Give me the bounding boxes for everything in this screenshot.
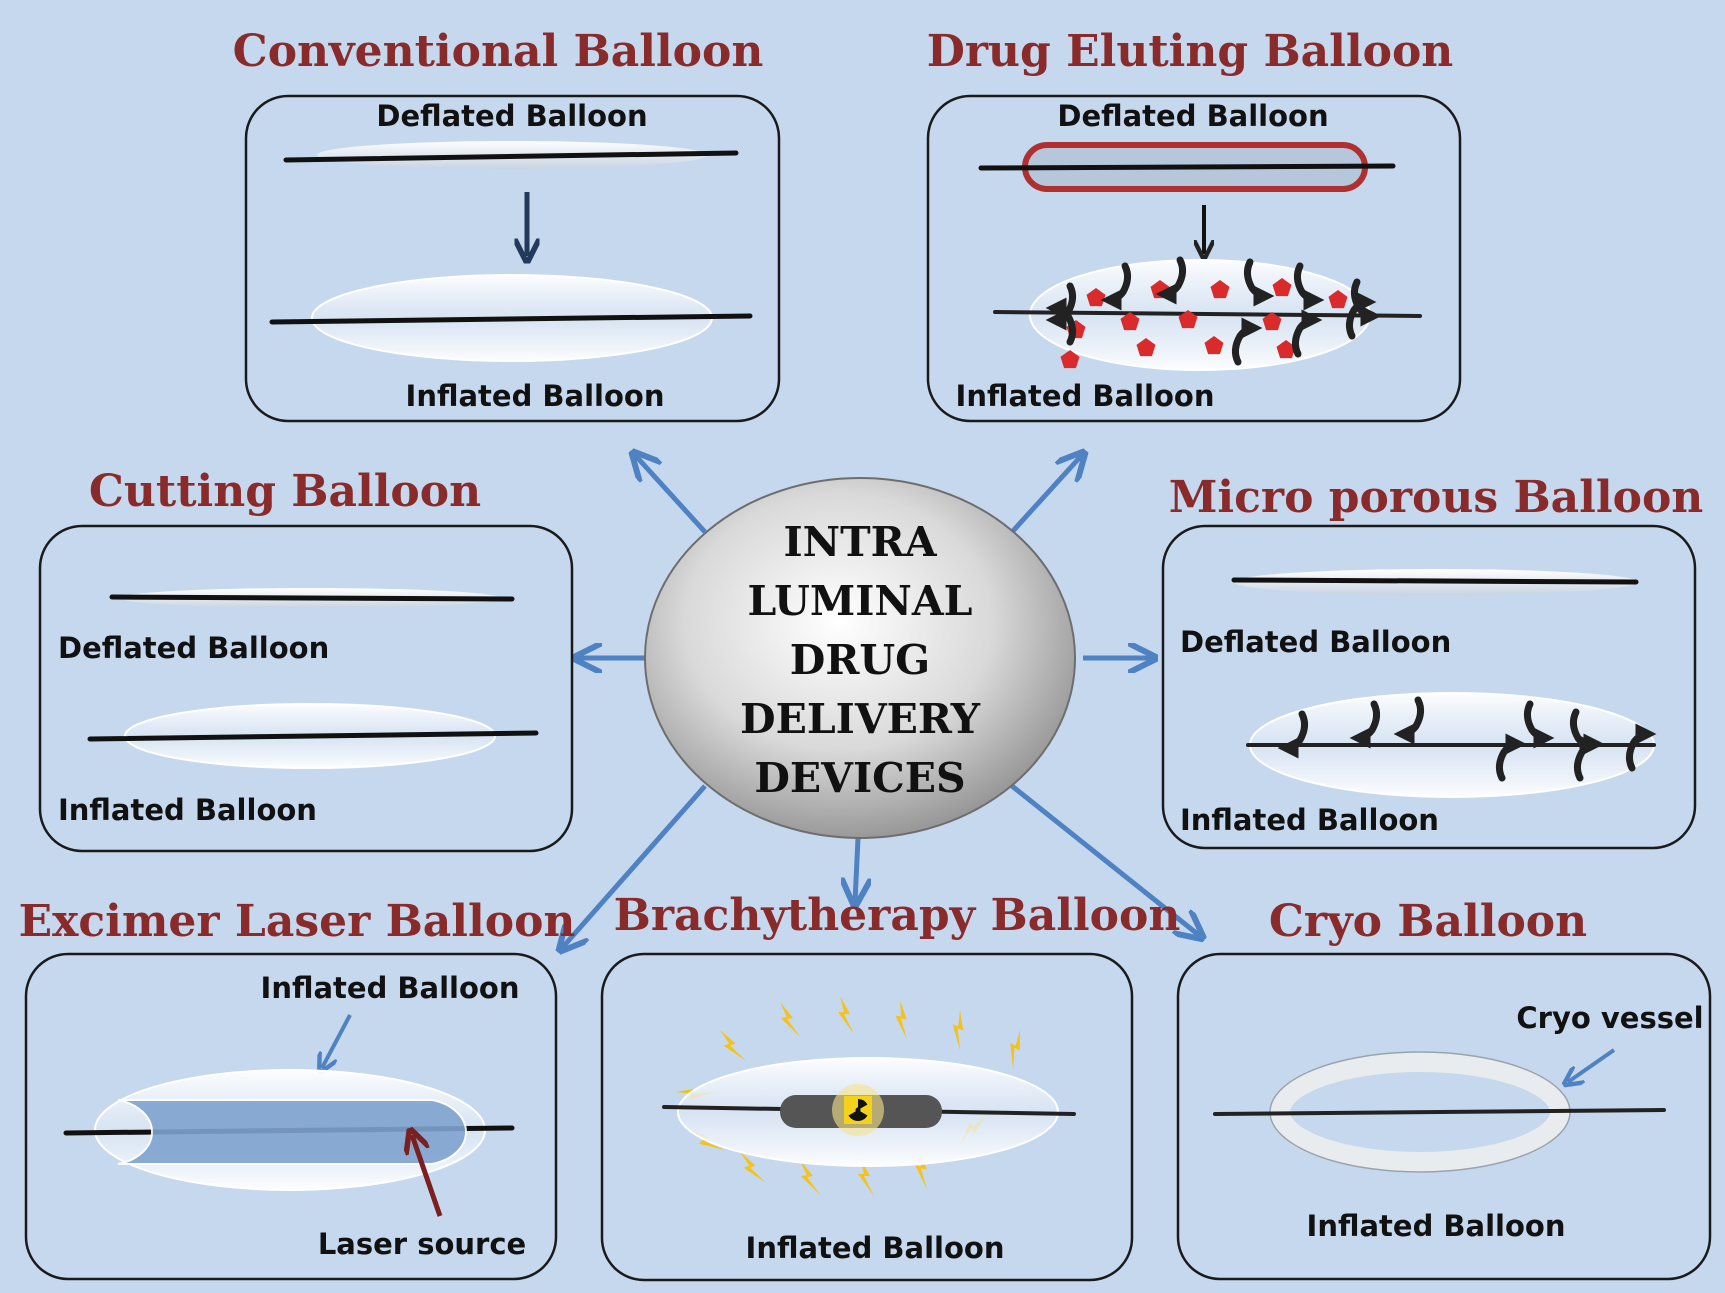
drug-release-arrows (1045, 256, 1382, 366)
drug-particle (1262, 312, 1282, 331)
label-excimer-inflated: Inflated Balloon (261, 971, 520, 1005)
title-cutting: Cutting Balloon (89, 466, 481, 517)
radiation-bolt (915, 1150, 928, 1190)
drug-release-arrow (1393, 696, 1425, 745)
label-conventional-deflated: Deflated Balloon (376, 99, 647, 133)
arrow-excimer-balloon (322, 1014, 352, 1068)
drug-release-arrow (1231, 317, 1263, 366)
radiation-bolt (740, 1152, 767, 1183)
center-node: INTRA LUMINAL DRUG DELIVERY DEVICES (644, 477, 1076, 839)
radiation-bolt (1010, 1030, 1020, 1070)
catheter-conventional-inflated (269, 313, 753, 325)
title-conventional: Conventional Balloon (233, 26, 764, 77)
title-micro-porous: Micro porous Balloon (1169, 472, 1704, 523)
catheter-cryo (1213, 1108, 1666, 1116)
drug-particle (1272, 278, 1292, 297)
panel-cutting: Cutting Balloon Deflated Balloon Inflate… (38, 466, 574, 853)
arrow-to-conventional (635, 455, 707, 534)
arrow-to-brachytherapy (855, 837, 858, 902)
panel-micro-porous: Micro porous Balloon Deflated Balloon In… (1161, 472, 1704, 850)
drug-particle (1328, 290, 1348, 309)
catheter-drug-eluting-deflated (978, 163, 1396, 171)
panel-excimer: Excimer Laser Balloon Inflated Balloon L… (19, 896, 576, 1281)
radiation-bolt (952, 1010, 964, 1051)
panel-drug-eluting: Drug Eluting Balloon Deflated Balloon In… (927, 26, 1462, 423)
label-micro-porous-deflated: Deflated Balloon (1180, 625, 1451, 659)
arrow-laser-source (412, 1135, 443, 1217)
laser-source-body (117, 1099, 468, 1165)
drug-particle (1210, 280, 1230, 299)
drug-release-arrow (1349, 700, 1381, 749)
radiation-bolt (675, 1088, 716, 1100)
center-line-4: DELIVERY (740, 695, 981, 743)
drug-release-arrow (1155, 256, 1187, 305)
drug-particle (1204, 336, 1224, 355)
label-cryo-vessel: Cryo vessel (1516, 1001, 1703, 1035)
drug-particle (1276, 340, 1296, 359)
drug-particle (1120, 312, 1140, 331)
label-micro-porous-inflated: Inflated Balloon (1180, 803, 1439, 837)
panel-box-cutting (38, 524, 574, 853)
connector-arrows (562, 455, 1200, 948)
label-cutting-inflated: Inflated Balloon (58, 793, 317, 827)
label-drug-eluting-inflated: Inflated Balloon (956, 379, 1215, 413)
center-line-5: DEVICES (754, 754, 965, 802)
radiation-bolt (838, 996, 854, 1034)
center-ellipse (644, 477, 1076, 839)
center-line-2: LUMINAL (747, 577, 972, 625)
label-laser-source: Laser source (318, 1227, 526, 1261)
label-drug-eluting-deflated: Deflated Balloon (1057, 99, 1328, 133)
radiation-bolt (720, 1030, 747, 1061)
panel-brachytherapy: Brachytherapy Balloon Inflated Balloon (600, 890, 1181, 1282)
drug-release-arrows-micro-porous (1277, 696, 1657, 782)
center-line-1: INTRA (783, 518, 937, 566)
title-excimer: Excimer Laser Balloon (19, 896, 576, 947)
panel-conventional: Conventional Balloon Deflated Balloon In… (233, 26, 781, 423)
radiation-icon (844, 1096, 872, 1124)
title-drug-eluting: Drug Eluting Balloon (927, 26, 1454, 77)
label-cutting-deflated: Deflated Balloon (58, 631, 329, 665)
catheter-conventional-deflated (283, 150, 739, 163)
drug-release-arrow (1100, 262, 1132, 311)
drug-particle (1136, 338, 1156, 357)
center-line-3: DRUG (790, 636, 930, 684)
drug-release-arrow (1045, 297, 1077, 346)
drug-release-arrow (1293, 262, 1325, 311)
radiation-bolt (895, 1000, 908, 1040)
panel-box-cryo (1176, 952, 1712, 1281)
panel-cryo: Cryo Balloon Cryo vessel Inflated Balloo… (1176, 896, 1712, 1281)
drug-release-arrow (1625, 723, 1657, 772)
drug-release-arrow (1277, 710, 1309, 759)
drug-particle (1060, 350, 1080, 369)
drug-release-arrow (1495, 733, 1527, 782)
arrow-to-drug-eluting (1010, 455, 1082, 534)
arrow-to-cryo (1010, 784, 1200, 936)
catheter-cutting-inflated (87, 730, 539, 742)
title-brachytherapy: Brachytherapy Balloon (614, 890, 1181, 941)
drug-release-arrow (1243, 258, 1275, 307)
arrow-to-excimer (562, 784, 707, 948)
drug-release-arrow (1291, 309, 1323, 358)
drug-release-arrow (1573, 733, 1605, 782)
label-cryo-inflated: Inflated Balloon (1307, 1209, 1566, 1243)
radiation-bolt (858, 1158, 874, 1196)
drug-particle (1178, 310, 1198, 329)
catheter-cutting-deflated (109, 594, 515, 602)
title-cryo: Cryo Balloon (1269, 896, 1587, 947)
drug-release-arrow (1523, 700, 1555, 749)
label-conventional-inflated: Inflated Balloon (406, 379, 665, 413)
radiation-bolt (780, 1002, 801, 1037)
radiation-bolt (800, 1160, 821, 1195)
arrow-cryo-vessel (1568, 1048, 1616, 1082)
label-brachytherapy-inflated: Inflated Balloon (746, 1231, 1005, 1265)
drug-release-arrow (1345, 291, 1377, 340)
catheter-micro-porous-deflated (1231, 577, 1639, 585)
